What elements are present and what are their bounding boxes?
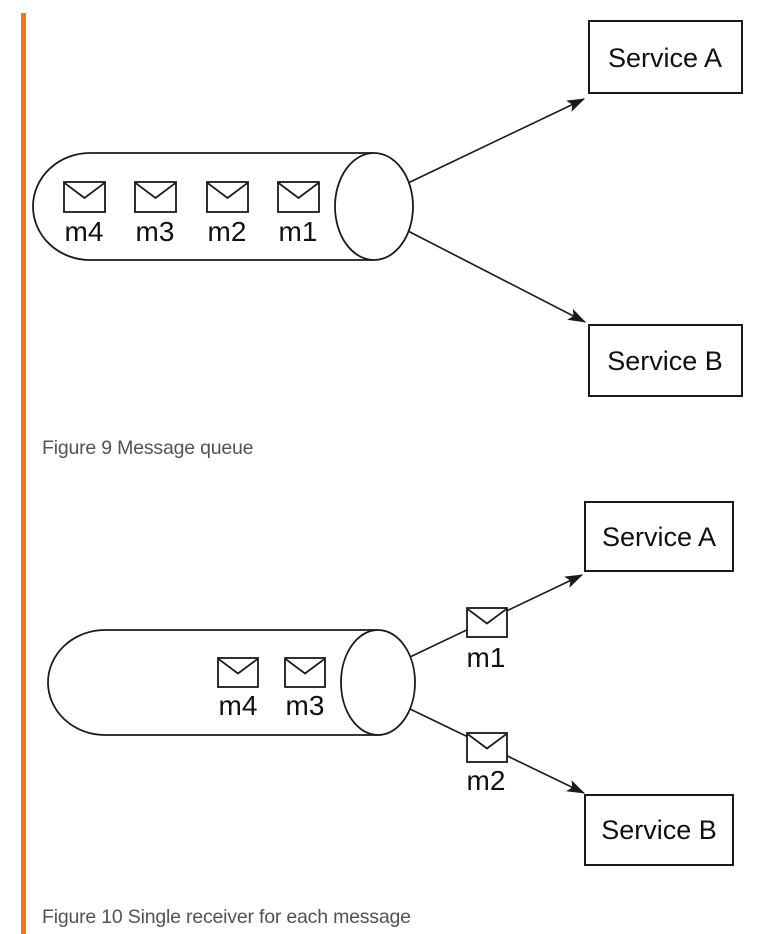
left-accent-bar — [21, 13, 26, 934]
service-b-label: Service B — [601, 815, 717, 845]
queue-cylinder-face — [340, 629, 416, 736]
message-label: m2 — [467, 765, 506, 796]
single-receiver-diagram: m4 m3 m1 m2 Service A Service B — [47, 501, 734, 866]
service-a-label: Service A — [608, 43, 722, 73]
envelope-icon — [134, 181, 177, 213]
message-label: m1 — [279, 216, 318, 247]
envelope-icon — [466, 607, 508, 638]
figure-10-single-receiver: m4 m3 m1 m2 Service A Service B Figure 1… — [0, 480, 763, 934]
service-b-box — [588, 324, 743, 397]
service-a-box — [584, 501, 734, 572]
message-label: m3 — [286, 690, 325, 721]
message-label: m3 — [136, 216, 175, 247]
figure-9-message-queue: m4 m3 m2 m1 Service A Service B Figure 9… — [32, 20, 743, 459]
envelope-icon — [284, 657, 326, 688]
message-label: m4 — [65, 216, 104, 247]
figure-10-caption: Figure 10 Single receiver for each messa… — [42, 906, 411, 928]
figure-9-caption: Figure 9 Message queue — [42, 437, 254, 459]
message-label: m4 — [219, 690, 258, 721]
message-label: m2 — [208, 216, 247, 247]
envelope-icon — [466, 732, 508, 763]
message-queue-diagram: m4 m3 m2 m1 Service A Service B — [32, 20, 743, 397]
arrow-queue-to-service-b — [407, 230, 587, 323]
service-b-label: Service B — [607, 346, 723, 376]
arrow-queue-to-service-a — [407, 98, 586, 184]
queue-cylinder-body — [32, 152, 374, 261]
service-b-box — [584, 794, 734, 866]
queue-cylinder-body — [47, 629, 378, 736]
queue-cylinder-face — [334, 152, 414, 261]
envelope-icon — [206, 181, 249, 213]
envelope-icon — [277, 181, 320, 213]
service-a-label: Service A — [602, 522, 716, 552]
message-label: m1 — [467, 642, 506, 673]
service-a-box — [588, 20, 743, 94]
envelope-icon — [63, 181, 106, 213]
envelope-icon — [217, 657, 259, 688]
